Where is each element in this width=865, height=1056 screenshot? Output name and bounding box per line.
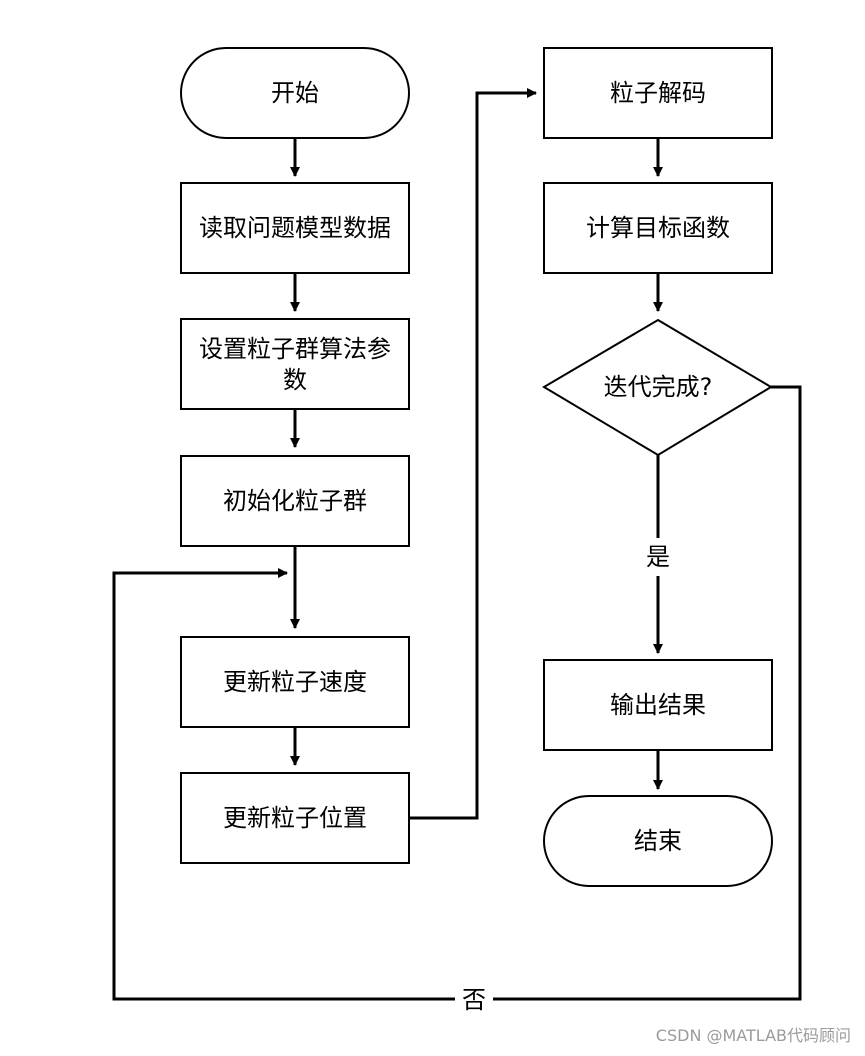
node-end: 结束 (543, 795, 773, 887)
watermark: CSDN @MATLAB代码顾问 (655, 1026, 851, 1045)
node-update-position-label: 更新粒子位置 (223, 804, 367, 832)
yes-label-bg (640, 538, 676, 576)
node-set-params: 设置粒子群算法参 数 (180, 318, 410, 410)
node-end-label: 结束 (634, 827, 682, 855)
no-label-bg (455, 982, 493, 1018)
node-output-result: 输出结果 (543, 659, 773, 751)
node-set-params-label-line2: 数 (283, 366, 307, 394)
edge-label-yes: 是 (646, 543, 670, 571)
node-set-params-label-line1: 设置粒子群算法参 (199, 335, 391, 363)
node-iteration-decision-label: 迭代完成? (604, 373, 713, 401)
node-read-data: 读取问题模型数据 (180, 182, 410, 274)
node-compute-objective: 计算目标函数 (543, 182, 773, 274)
node-update-velocity: 更新粒子速度 (180, 636, 410, 728)
node-decode-label: 粒子解码 (610, 79, 706, 107)
node-update-position: 更新粒子位置 (180, 772, 410, 864)
node-init-swarm: 初始化粒子群 (180, 455, 410, 547)
node-iteration-decision: 迭代完成? (542, 318, 773, 457)
node-init-swarm-label: 初始化粒子群 (223, 487, 367, 515)
node-update-velocity-label: 更新粒子速度 (223, 668, 367, 696)
node-start-label: 开始 (271, 79, 319, 107)
edge-position-to-decode (409, 88, 537, 820)
node-read-data-label: 读取问题模型数据 (199, 214, 391, 242)
node-decode: 粒子解码 (543, 47, 773, 139)
node-compute-objective-label: 计算目标函数 (586, 214, 730, 242)
node-output-result-label: 输出结果 (610, 691, 706, 719)
edge-label-no: 否 (462, 986, 486, 1014)
node-start: 开始 (180, 47, 410, 139)
